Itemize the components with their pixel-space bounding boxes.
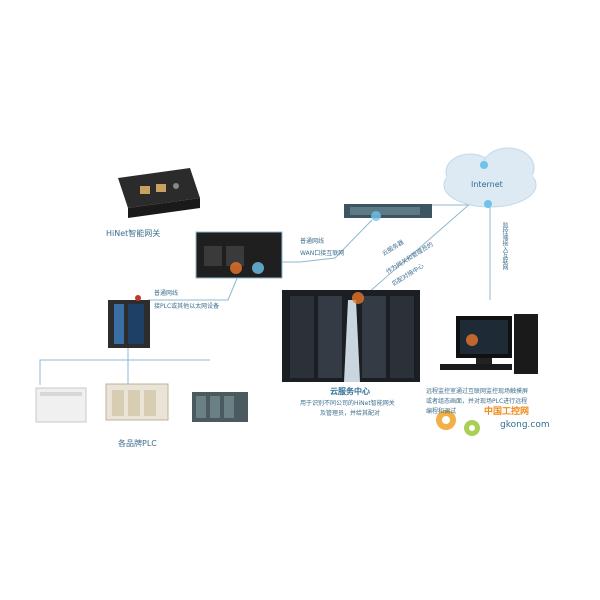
watermark-gear-icon [436, 410, 480, 436]
monitor-desc-2: 或者组态画面，并对现场PLC进行远程 [426, 398, 528, 405]
network-switch-icon [344, 204, 432, 221]
din-gateway-icon [108, 295, 150, 348]
internet-label: Internet [471, 180, 503, 189]
lan-link [148, 275, 239, 301]
datacenter-desc-2: 及管理员，并给其配对 [320, 410, 381, 417]
internet-cloud [443, 147, 537, 208]
lan-label: 普通网线 [154, 290, 179, 297]
watermark-url: gkong.com [500, 420, 550, 430]
cloud-server-link [359, 194, 481, 301]
wan-sub-label: WAN口接互联网 [300, 250, 345, 257]
cloud-node-icon [480, 161, 488, 169]
gateway-detail-icon [195, 231, 283, 279]
gateway-device-icon [118, 168, 200, 218]
monitor-desc-3: 编程和调试 [426, 408, 457, 415]
plc-devices-icon [35, 383, 248, 423]
lan-sub-label: 接PLC或其他以太网设备 [154, 303, 220, 310]
watermark-brand: 中国工控网 [484, 407, 530, 417]
remote-label: 监控端接入互联网 [501, 222, 508, 270]
plc-label: 各品牌PLC [118, 439, 157, 448]
monitor-desc-1: 远程监控室通过互联网监控现场触摸屏 [426, 388, 529, 395]
datacenter-image [282, 290, 420, 382]
monitoring-pc-icon [440, 314, 538, 374]
gateway-label: HiNet智能网关 [106, 229, 161, 238]
datacenter-desc-1: 用于识别不同公司的HiNet智能网关 [300, 400, 395, 407]
cloud-node-icon [484, 200, 492, 208]
wan-label: 普通网线 [300, 238, 325, 245]
plc-bus [39, 345, 129, 385]
datacenter-title: 云服务中心 [330, 387, 370, 396]
